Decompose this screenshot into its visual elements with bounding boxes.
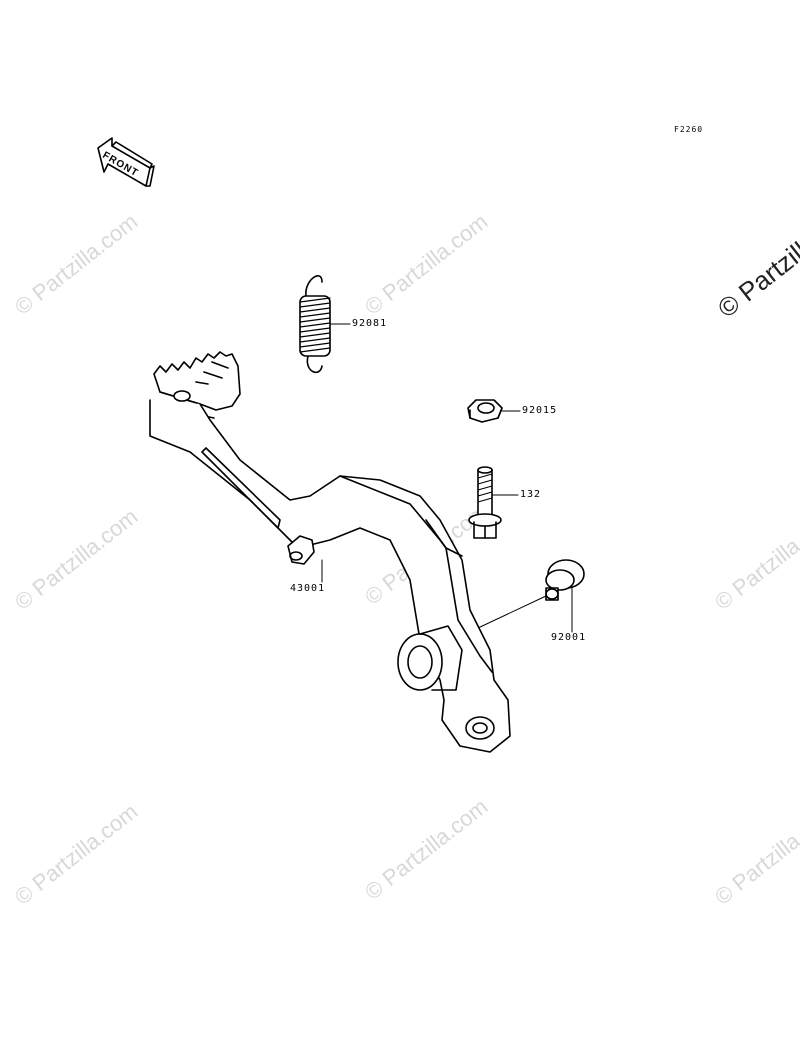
part-label-92081[interactable]: 92081 xyxy=(352,318,388,329)
part-label-132[interactable]: 132 xyxy=(520,489,542,500)
bolt-icon xyxy=(468,466,502,539)
spring-icon xyxy=(299,275,331,374)
part-label-92015[interactable]: 92015 xyxy=(522,405,558,416)
figure-ref-label: F2260 xyxy=(674,125,704,134)
nut-icon xyxy=(467,399,503,423)
brake-pedal-icon xyxy=(149,351,511,753)
part-label-43001[interactable]: 43001 xyxy=(290,583,326,594)
leader-line xyxy=(477,595,547,629)
pivot-bolt-icon xyxy=(545,559,585,601)
front-arrow-icon xyxy=(97,137,155,187)
part-label-92001[interactable]: 92001 xyxy=(551,632,587,643)
